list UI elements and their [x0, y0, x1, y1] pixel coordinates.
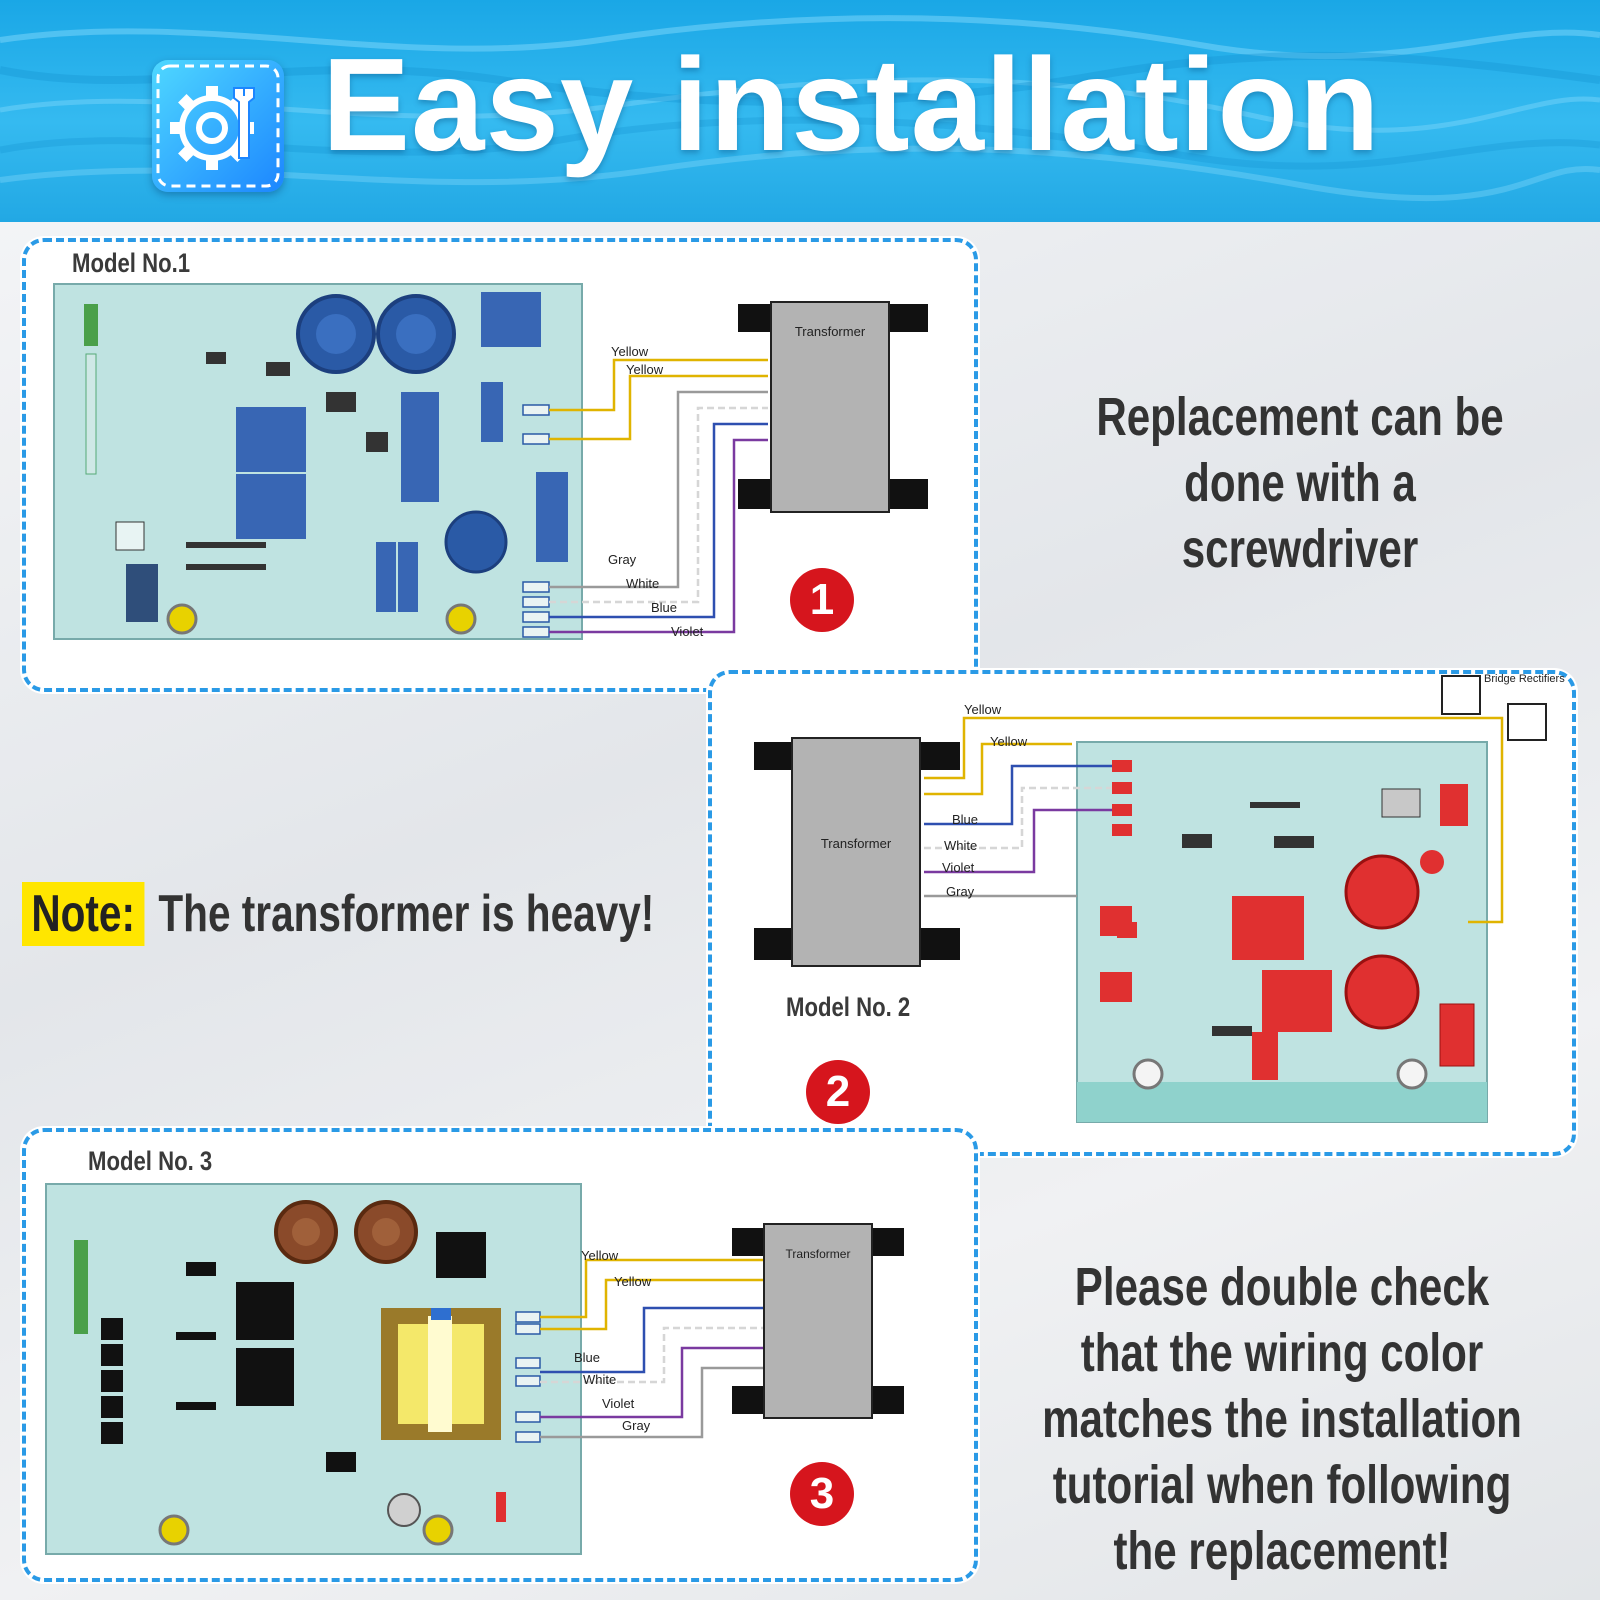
model-1-label: Model No.1: [72, 248, 191, 278]
header-banner: Easy installation: [0, 0, 1600, 222]
wire2-6-label: Gray: [946, 884, 975, 899]
transformer-3-label: Transformer: [786, 1247, 851, 1261]
wire-5-label: Blue: [651, 600, 677, 615]
bridge-rectifiers-label: Bridge Rectifiers: [1484, 674, 1565, 685]
wire2-blue: [924, 764, 1112, 826]
wire3-5-label: Violet: [602, 1396, 635, 1411]
model-1-diagram: Transformer Yellow Yellow Gray White Blu…: [53, 283, 928, 640]
wire-2-label: Yellow: [626, 362, 664, 377]
model-2-badge: 2: [806, 1060, 870, 1124]
wire-4-label: White: [626, 576, 659, 591]
model-3-diagram: Transformer Yellow Yellow Blue White Vio…: [45, 1183, 904, 1555]
transformer-2: [791, 737, 921, 967]
wire-yellow-1: [549, 358, 768, 412]
wire2-1-label: Yellow: [964, 702, 1002, 717]
wire-violet: [549, 438, 768, 634]
note-text: The transformer is heavy!: [158, 885, 655, 943]
gear-wrench-icon: [152, 60, 284, 192]
wire2-2-label: Yellow: [990, 734, 1028, 749]
wire2-4-label: White: [944, 838, 977, 853]
transformer-1-label: Transformer: [795, 324, 866, 339]
model-3-label: Model No. 3: [88, 1146, 213, 1176]
wire3-6-label: Gray: [622, 1418, 651, 1433]
transformer-2-label: Transformer: [821, 836, 892, 851]
model-2-label: Model No. 2: [786, 992, 911, 1022]
wire3-4-label: White: [583, 1372, 616, 1387]
wire-yellow-2: [549, 374, 768, 441]
wire3-violet: [540, 1346, 768, 1419]
replacement-text: Replacement can be done with a screwdriv…: [1096, 387, 1504, 579]
wire2-yellow-1: [924, 716, 1504, 924]
model-3-panel: Transformer Yellow Yellow Blue White Vio…: [22, 1128, 978, 1582]
page-title: Easy installation: [322, 31, 1381, 178]
wire3-white: [540, 1326, 768, 1384]
model-1-panel: Transformer Yellow Yellow Gray White Blu…: [22, 238, 978, 692]
double-check-text: Please double check that the wiring colo…: [1042, 1257, 1522, 1581]
transformer-3: [763, 1223, 873, 1419]
wire3-3-label: Blue: [574, 1350, 600, 1365]
wire2-yellow-2: [924, 742, 1072, 796]
wire-blue: [549, 422, 768, 619]
model-2-panel: Bridge Rectifiers Transformer Yellow Yel…: [708, 670, 1576, 1156]
wire-3-label: Gray: [608, 552, 637, 567]
model-1-badge: 1: [790, 568, 854, 632]
wire-1-label: Yellow: [611, 344, 649, 359]
wire-gray: [549, 390, 768, 589]
wire3-yellow-1: [540, 1258, 768, 1319]
model-3-badge: 3: [790, 1462, 854, 1526]
wire2-white: [924, 786, 1112, 850]
note: Note: The transformer is heavy!: [22, 882, 654, 946]
wire-white: [549, 406, 768, 604]
wire3-1-label: Yellow: [581, 1248, 619, 1263]
note-label: Note:: [22, 882, 145, 946]
wire2-3-label: Blue: [952, 812, 978, 827]
wire3-yellow-2: [540, 1278, 768, 1331]
wire2-5-label: Violet: [942, 860, 975, 875]
wire-6-label: Violet: [671, 624, 704, 639]
wire3-2-label: Yellow: [614, 1274, 652, 1289]
wire3-gray: [540, 1366, 768, 1439]
wire3-blue: [540, 1306, 768, 1374]
model-2-diagram: Bridge Rectifiers Transformer Yellow Yel…: [754, 674, 1565, 1123]
wire2-violet: [924, 808, 1112, 874]
transformer-1: [770, 301, 890, 513]
